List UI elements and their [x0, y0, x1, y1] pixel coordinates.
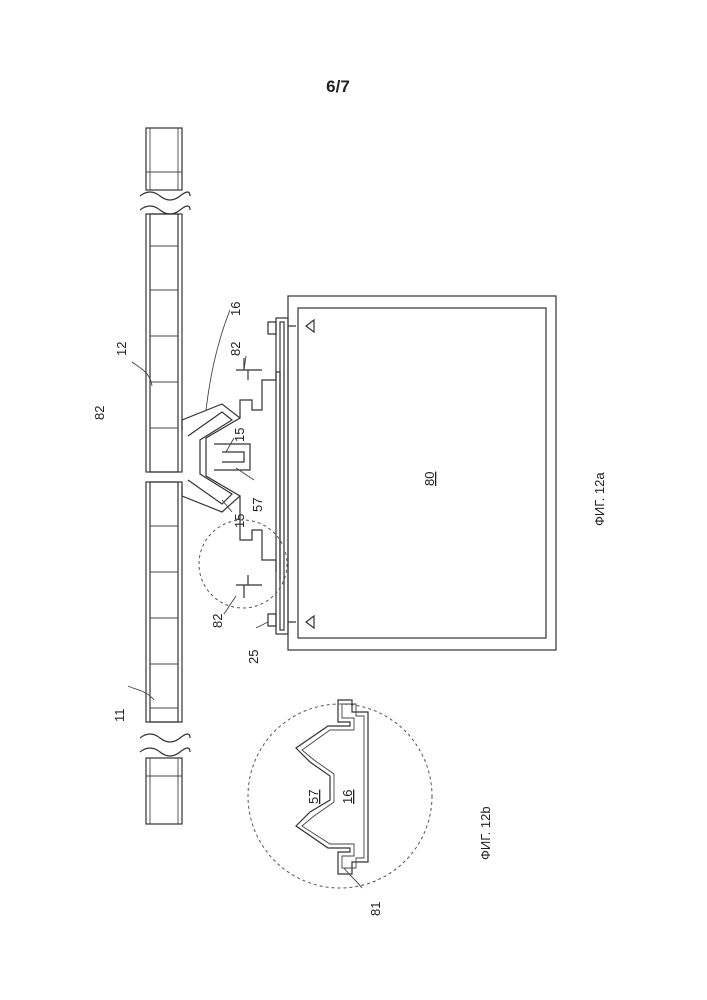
figure-12b: 57 16 81 ФИГ. 12b [248, 700, 493, 916]
ref-label-82-lower: 82 [210, 614, 225, 628]
figure-12a: 12 82 16 82 15 57 15 82 25 80 11 ФИГ. 12… [92, 128, 607, 824]
ref-label-82-top: 82 [92, 406, 107, 420]
ref-label-15-lower: 15 [232, 514, 247, 528]
joint-profile [182, 358, 280, 598]
leader-25 [256, 622, 268, 628]
ref-label-82-upper: 82 [228, 342, 243, 356]
leader-12 [132, 362, 152, 386]
detail-circle-a [199, 520, 287, 608]
ref-label-16-b: 16 [340, 790, 355, 804]
ref-label-11: 11 [112, 709, 127, 723]
page-number: 6/7 [326, 77, 350, 96]
ref-label-57-b: 57 [306, 790, 321, 804]
ref-label-16: 16 [228, 302, 243, 316]
ref-label-25: 25 [246, 650, 261, 664]
profile-16 [296, 700, 368, 874]
panel-strip [140, 128, 190, 824]
ref-label-57: 57 [250, 498, 265, 512]
ref-label-15-upper: 15 [232, 428, 247, 442]
ref-label-81: 81 [368, 902, 383, 916]
figure-12b-caption: ФИГ. 12b [478, 806, 493, 860]
figure-12a-caption: ФИГ. 12a [592, 472, 607, 526]
ref-label-80: 80 [422, 472, 437, 486]
leader-16 [206, 310, 230, 410]
ref-label-12: 12 [114, 342, 129, 356]
leader-81 [344, 868, 362, 888]
mounting-plate [268, 318, 314, 634]
